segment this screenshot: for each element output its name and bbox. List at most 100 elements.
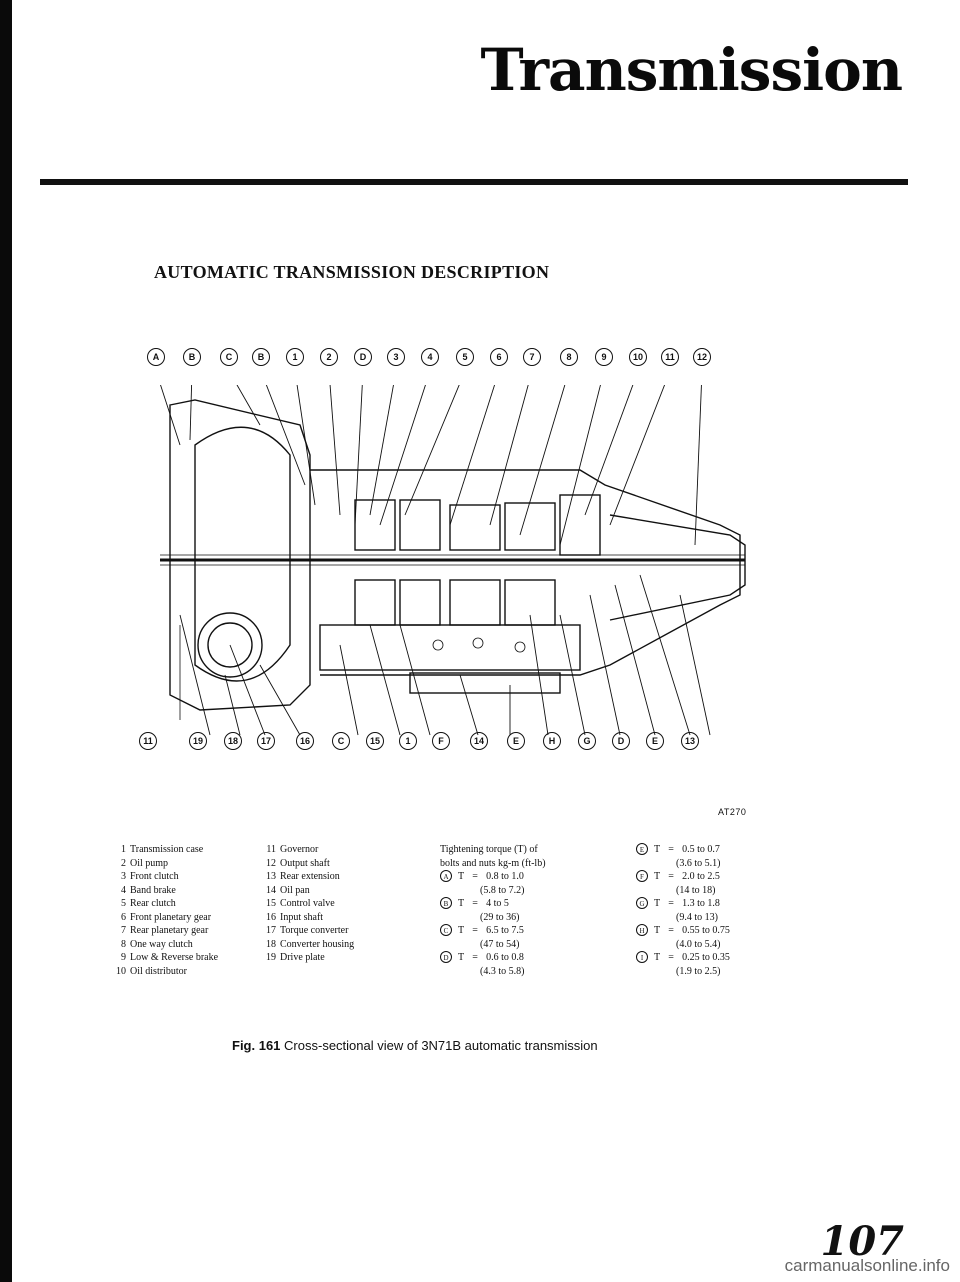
- callout-top-15: 11: [661, 348, 679, 366]
- legend-label: Oil pan: [280, 884, 310, 896]
- torque-location-tag: B: [440, 897, 452, 909]
- legend-number: 18: [266, 938, 276, 950]
- figure-caption: Fig. 161 Cross-sectional view of 3N71B a…: [232, 1038, 598, 1053]
- callout-top-8: 4: [421, 348, 439, 366]
- equals-sign: =: [472, 952, 478, 963]
- legend-label: Oil distributor: [130, 965, 187, 977]
- torque-value-ftlb: (4.0 to 5.4): [676, 938, 721, 950]
- legend-label: Control valve: [280, 898, 335, 909]
- control-valve-body: [319, 624, 581, 671]
- torque-value-kgm: 0.55 to 0.75: [682, 925, 730, 936]
- legend-number: 12: [266, 857, 276, 869]
- legend-label: Governor: [280, 844, 319, 855]
- section-heading: AUTOMATIC TRANSMISSION DESCRIPTION: [154, 262, 550, 282]
- callout-top-12: 8: [560, 348, 578, 366]
- torque-location-tag: G: [636, 897, 648, 909]
- legend-number: 4: [121, 884, 126, 896]
- torque-value-ftlb: (29 to 36): [480, 911, 520, 923]
- legend-item: 1 Transmission case: [112, 843, 218, 857]
- callout-bottom-0: 11: [139, 732, 157, 750]
- torque-location-tag: C: [440, 924, 452, 936]
- planetary-gear-set: [559, 494, 601, 556]
- legend-label: Transmission case: [130, 844, 204, 855]
- legend-item: 10 Oil distributor: [112, 965, 218, 979]
- torque-value-ftlb: (1.9 to 2.5): [676, 965, 721, 977]
- callout-top-7: 3: [387, 348, 405, 366]
- torque-symbol: T: [458, 871, 465, 882]
- legend-label: Front clutch: [130, 871, 179, 882]
- legend-number: 6: [121, 911, 126, 923]
- torque-intro-line-1: Tightening torque (T) of: [440, 844, 538, 855]
- torque-value-ftlb: (4.3 to 5.8): [480, 965, 525, 977]
- legend-item: 19 Drive plate: [262, 951, 354, 965]
- callout-top-2: C: [220, 348, 238, 366]
- torque-value-ftlb: (3.6 to 5.1): [676, 857, 721, 869]
- legend-number: 8: [121, 938, 126, 950]
- legend-label: Low & Reverse brake: [130, 952, 219, 963]
- callout-top-14: 10: [629, 348, 647, 366]
- torque-value-ftlb: (47 to 54): [480, 938, 520, 950]
- callout-bottom-7: 1: [399, 732, 417, 750]
- page-title: Transmission: [480, 36, 903, 104]
- legend-number: 10: [116, 965, 126, 977]
- legend-number: 1: [121, 844, 126, 855]
- equals-sign: =: [472, 898, 478, 909]
- callout-top-16: 12: [693, 348, 711, 366]
- figure-caption-text: Cross-sectional view of 3N71B automatic …: [284, 1038, 598, 1053]
- equals-sign: =: [668, 952, 674, 963]
- callout-top-6: D: [354, 348, 372, 366]
- callout-bottom-10: E: [507, 732, 525, 750]
- legend-label: Rear extension: [280, 871, 340, 882]
- torque-symbol: T: [458, 952, 465, 963]
- callout-top-11: 7: [523, 348, 541, 366]
- callout-bottom-3: 17: [257, 732, 275, 750]
- legend-label: Rear clutch: [130, 898, 176, 909]
- torque-value-kgm: 0.25 to 0.35: [682, 952, 730, 963]
- torque-spec-column-1: Tightening torque (T) of bolts and nuts …: [440, 843, 546, 978]
- equals-sign: =: [668, 844, 674, 855]
- legend-number: 19: [266, 952, 276, 963]
- title-rule: [40, 179, 908, 185]
- callout-top-9: 5: [456, 348, 474, 366]
- transmission-case: [310, 469, 741, 676]
- torque-symbol: T: [654, 871, 661, 882]
- equals-sign: =: [668, 871, 674, 882]
- callout-bottom-2: 18: [224, 732, 242, 750]
- torque-value-ftlb: (14 to 18): [676, 884, 716, 896]
- legend-label: Torque converter: [280, 925, 349, 936]
- legend-number: 14: [266, 884, 276, 896]
- clutch-pack-front: [354, 499, 396, 551]
- legend-label: Rear planetary gear: [130, 925, 209, 936]
- legend-label: Drive plate: [280, 952, 325, 963]
- legend-number: 16: [266, 911, 276, 923]
- bottom-leader-lines: [179, 574, 711, 736]
- torque-value-kgm: 0.8 to 1.0: [486, 871, 524, 882]
- legend-label: One way clutch: [130, 938, 193, 950]
- figure-code: AT270: [718, 807, 747, 817]
- equals-sign: =: [668, 925, 674, 936]
- legend-number: 15: [266, 898, 276, 909]
- torque-value-ftlb: (9.4 to 13): [676, 911, 718, 923]
- torque-value-kgm: 6.5 to 7.5: [486, 925, 524, 936]
- torque-location-tag: A: [440, 870, 452, 882]
- torque-location-tag: F: [636, 870, 648, 882]
- callout-bottom-9: 14: [470, 732, 488, 750]
- legend-label: Front planetary gear: [130, 911, 212, 923]
- clutch-pack-rear: [449, 504, 501, 551]
- legend-item: 15 Control valve: [262, 897, 354, 911]
